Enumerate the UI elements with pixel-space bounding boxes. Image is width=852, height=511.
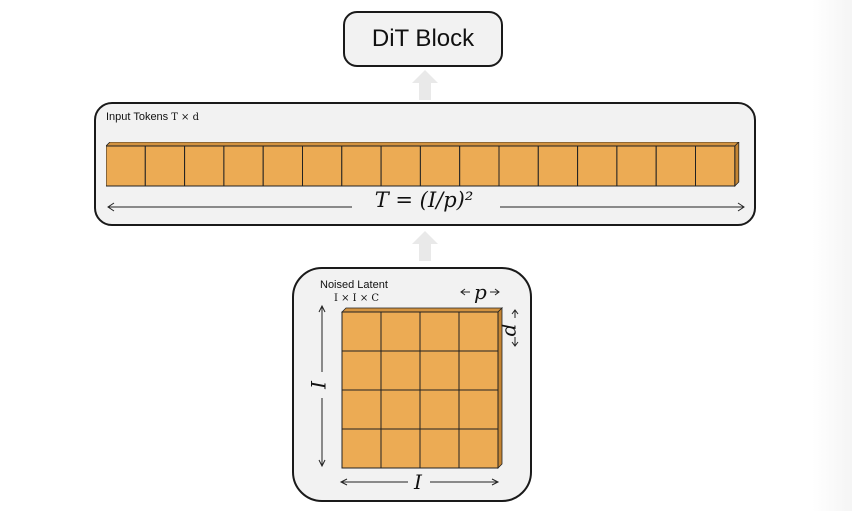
latent-patch (380, 389, 421, 430)
latent-width-label: I (414, 470, 422, 494)
token-cell (106, 145, 146, 187)
latent-patch (341, 428, 382, 469)
latent-patch (380, 311, 421, 352)
token-dims: T × d (171, 112, 199, 123)
latent-height-arrow (318, 304, 326, 468)
patch-height-arrow (511, 309, 519, 347)
latent-patch (458, 311, 499, 352)
token-cell (577, 145, 618, 187)
dit-block-label: DiT Block (371, 25, 475, 52)
token-cell (341, 145, 382, 187)
token-cell (498, 145, 539, 187)
latent-patch (458, 428, 499, 469)
patch-height-label: p (500, 323, 525, 337)
arrow-up-icon (412, 70, 438, 100)
latent-patch (458, 389, 499, 430)
token-row (106, 142, 740, 187)
latent-patch (419, 350, 460, 391)
latent-patch (419, 311, 460, 352)
latent-patch (458, 350, 499, 391)
latent-patch (419, 428, 460, 469)
token-cell (419, 145, 461, 187)
token-cell (184, 145, 225, 187)
token-cell (616, 145, 657, 187)
arrow-up-icon (412, 231, 438, 261)
token-count-formula: T = (I/p)² (374, 188, 474, 212)
latent-patch (341, 350, 382, 391)
latent-top-face (341, 307, 503, 313)
latent-patch (341, 311, 382, 352)
latent-height-label: I (305, 381, 330, 389)
latent-width-arrow (339, 478, 500, 486)
token-cell (537, 145, 579, 187)
latent-patch (419, 389, 460, 430)
token-cell (655, 145, 697, 187)
patch-width-arrow (460, 288, 500, 296)
page-edge-shade (812, 0, 852, 511)
latent-dims: I × I × C (334, 293, 380, 304)
token-span-arrow (107, 202, 745, 212)
token-cell (695, 145, 736, 187)
dit-block: DiT Block (343, 11, 503, 67)
latent-patch (380, 428, 421, 469)
latent-patch (380, 350, 421, 391)
token-cell (262, 145, 303, 187)
noised-latent-label: Noised Latent (320, 279, 388, 291)
latent-patch (341, 389, 382, 430)
patch-width-label: p (474, 280, 487, 304)
